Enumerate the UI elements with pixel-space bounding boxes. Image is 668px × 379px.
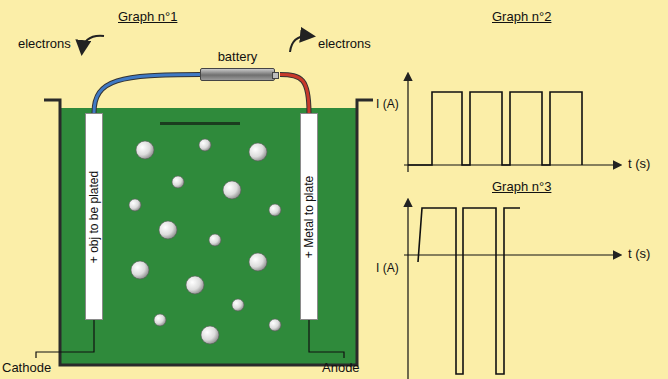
electrode-label: + Metal to plate	[303, 175, 315, 257]
axis	[404, 164, 620, 165]
graph-title: Graph n°2	[492, 10, 551, 25]
wire	[280, 75, 309, 114]
electrolyte	[60, 108, 357, 364]
label: electrons	[18, 37, 71, 52]
label: Cathode	[2, 361, 51, 376]
wire	[94, 75, 200, 114]
label: electrons	[318, 37, 371, 52]
label: Anode	[322, 361, 360, 376]
graph-title: Graph n°1	[118, 10, 177, 25]
battery-cap	[272, 72, 279, 79]
label: t (s)	[628, 247, 650, 262]
graph-title: Graph n°3	[492, 180, 551, 195]
electrode-bar: + Metal to plate	[300, 113, 318, 320]
ions	[129, 139, 281, 344]
pulse-wave	[418, 208, 520, 374]
tank-wall	[44, 100, 373, 365]
electron-arrow	[82, 36, 104, 52]
anode-leader	[309, 320, 344, 358]
cathode-leader	[36, 320, 94, 358]
electron-arrow	[290, 36, 312, 52]
electrode-label: + obj to be plated	[88, 170, 100, 262]
square-wave	[408, 92, 582, 165]
electrode-bar: + obj to be plated	[85, 113, 103, 320]
label: t (s)	[628, 157, 650, 172]
surface-bar	[160, 122, 240, 125]
label: I (A)	[376, 98, 399, 112]
battery-symbol: battery	[200, 68, 275, 81]
label: I (A)	[376, 262, 399, 276]
axis	[407, 74, 408, 172]
battery-label: battery	[218, 50, 258, 65]
axis	[404, 254, 620, 255]
axis	[407, 200, 408, 379]
